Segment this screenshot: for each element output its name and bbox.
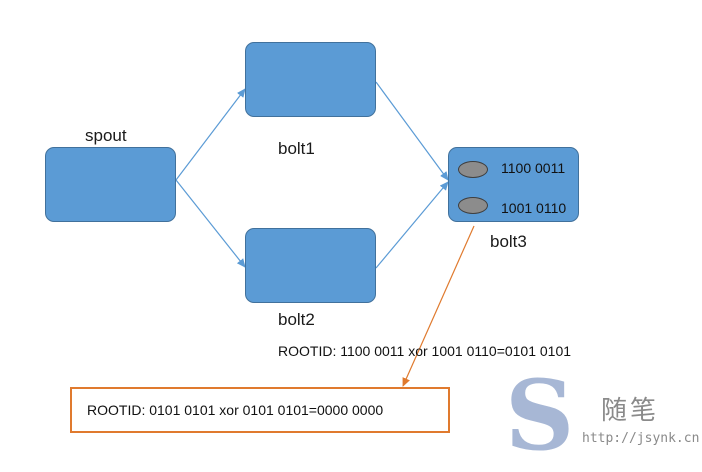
- edge-spout-bolt2: [175, 179, 246, 268]
- tuple-id-1: 1100 0011: [501, 160, 566, 176]
- tuple-oval-1: [458, 161, 488, 178]
- watermark-brand: 随笔: [601, 395, 660, 425]
- tuple-oval-2: [458, 197, 488, 214]
- edge-bolt1-bolt3: [375, 81, 449, 181]
- ack-arrow: [402, 225, 475, 387]
- bolt2-label: bolt2: [278, 310, 315, 329]
- bolt3-label: bolt3: [490, 232, 527, 251]
- watermark-logo: S: [505, 359, 575, 472]
- rootid-equation: ROOTID: 1100 0011 xor 1001 0110=0101 010…: [278, 343, 572, 359]
- tuple-id-2: 1001 0110: [501, 200, 567, 216]
- spout-node: [45, 147, 176, 222]
- result-box: ROOTID: 0101 0101 xor 0101 0101=0000 000…: [70, 387, 450, 433]
- bolt2-node: [245, 228, 376, 303]
- watermark-url: http://jsynk.cn: [582, 431, 700, 446]
- bolt1-node: [245, 42, 376, 117]
- bolt1-label: bolt1: [278, 139, 315, 158]
- bolt3-node: 1100 0011 1001 0110: [448, 147, 579, 222]
- edge-bolt2-bolt3: [375, 181, 449, 269]
- edge-spout-bolt1: [175, 88, 246, 181]
- result-text: ROOTID: 0101 0101 xor 0101 0101=0000 000…: [87, 402, 384, 418]
- spout-label: spout: [85, 126, 127, 145]
